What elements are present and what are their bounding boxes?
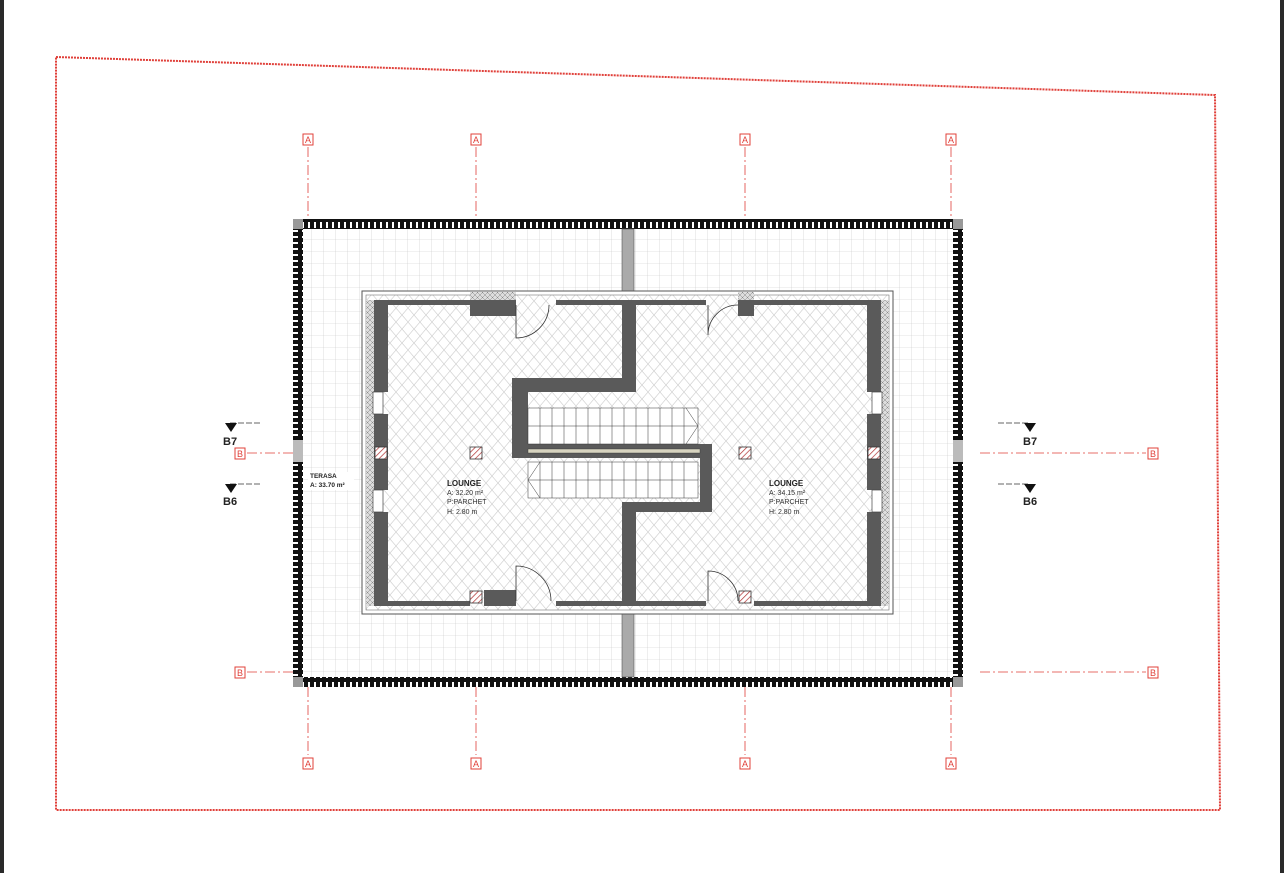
right-window-edge bbox=[1280, 0, 1284, 873]
insulation-left bbox=[366, 300, 374, 606]
svg-text:A: 32.20 m²: A: 32.20 m² bbox=[447, 490, 484, 497]
left-window-edge bbox=[0, 0, 4, 873]
insulation-right bbox=[881, 300, 889, 606]
axis-tag-a: A bbox=[739, 133, 751, 146]
room-label-lounge-right: LOUNGE A: 34.15 m² P:PARCHET H: 2.80 m bbox=[769, 479, 809, 516]
svg-text:A: A bbox=[305, 759, 311, 769]
axis-tag-b: B bbox=[1147, 666, 1159, 679]
svg-text:A: A bbox=[473, 759, 479, 769]
parapet-bottom bbox=[300, 677, 956, 687]
svg-text:B: B bbox=[1150, 449, 1156, 459]
exterior-walls bbox=[374, 300, 881, 606]
axis-tag-a: A bbox=[945, 133, 957, 146]
section-label-b7: B7 bbox=[223, 436, 237, 448]
svg-text:B: B bbox=[1150, 668, 1156, 678]
axis-tags: A A A A A A A A B B B B bbox=[234, 133, 1159, 770]
axis-tag-a: A bbox=[945, 757, 957, 770]
windows bbox=[372, 391, 883, 513]
svg-text:P:PARCHET: P:PARCHET bbox=[447, 499, 487, 506]
doors bbox=[515, 304, 739, 602]
svg-text:A: A bbox=[948, 759, 954, 769]
terrace-divider-top bbox=[621, 228, 635, 292]
svg-text:A: A bbox=[473, 135, 479, 145]
axis-tag-a: A bbox=[739, 757, 751, 770]
axis-tag-a: A bbox=[470, 133, 482, 146]
svg-text:A: A bbox=[742, 135, 748, 145]
svg-text:A: 34.15 m²: A: 34.15 m² bbox=[769, 490, 806, 497]
svg-text:LOUNGE: LOUNGE bbox=[447, 479, 482, 488]
axis-tag-a: A bbox=[302, 757, 314, 770]
svg-text:H: 2.80 m: H: 2.80 m bbox=[447, 509, 478, 516]
staircase bbox=[527, 407, 699, 499]
terrace-divider-bottom bbox=[621, 613, 635, 678]
svg-text:H: 2.80 m: H: 2.80 m bbox=[769, 509, 800, 516]
axis-tag-b: B bbox=[234, 447, 246, 460]
svg-text:P:PARCHET: P:PARCHET bbox=[769, 499, 809, 506]
svg-text:A: A bbox=[742, 759, 748, 769]
svg-text:A: A bbox=[305, 135, 311, 145]
section-label-b6: B6 bbox=[223, 496, 237, 508]
section-markers bbox=[225, 422, 1036, 493]
svg-text:B: B bbox=[237, 668, 243, 678]
section-label-b7: B7 bbox=[1023, 436, 1037, 448]
axis-tag-b: B bbox=[234, 666, 246, 679]
axis-tag-a: A bbox=[302, 133, 314, 146]
columns bbox=[374, 446, 881, 604]
svg-text:A: A bbox=[948, 135, 954, 145]
parapet-top bbox=[300, 219, 956, 229]
svg-text:LOUNGE: LOUNGE bbox=[769, 479, 804, 488]
room-label-lounge-left: LOUNGE A: 32.20 m² P:PARCHET H: 2.80 m bbox=[447, 479, 487, 516]
terrace-area: A: 33.70 m² bbox=[310, 482, 346, 489]
property-boundary bbox=[55, 55, 1222, 811]
axis-tag-a: A bbox=[470, 757, 482, 770]
axis-tag-b: B bbox=[1147, 447, 1159, 460]
section-label-b6: B6 bbox=[1023, 496, 1037, 508]
svg-text:B: B bbox=[237, 449, 243, 459]
terrace-name: TERASA bbox=[310, 473, 337, 480]
